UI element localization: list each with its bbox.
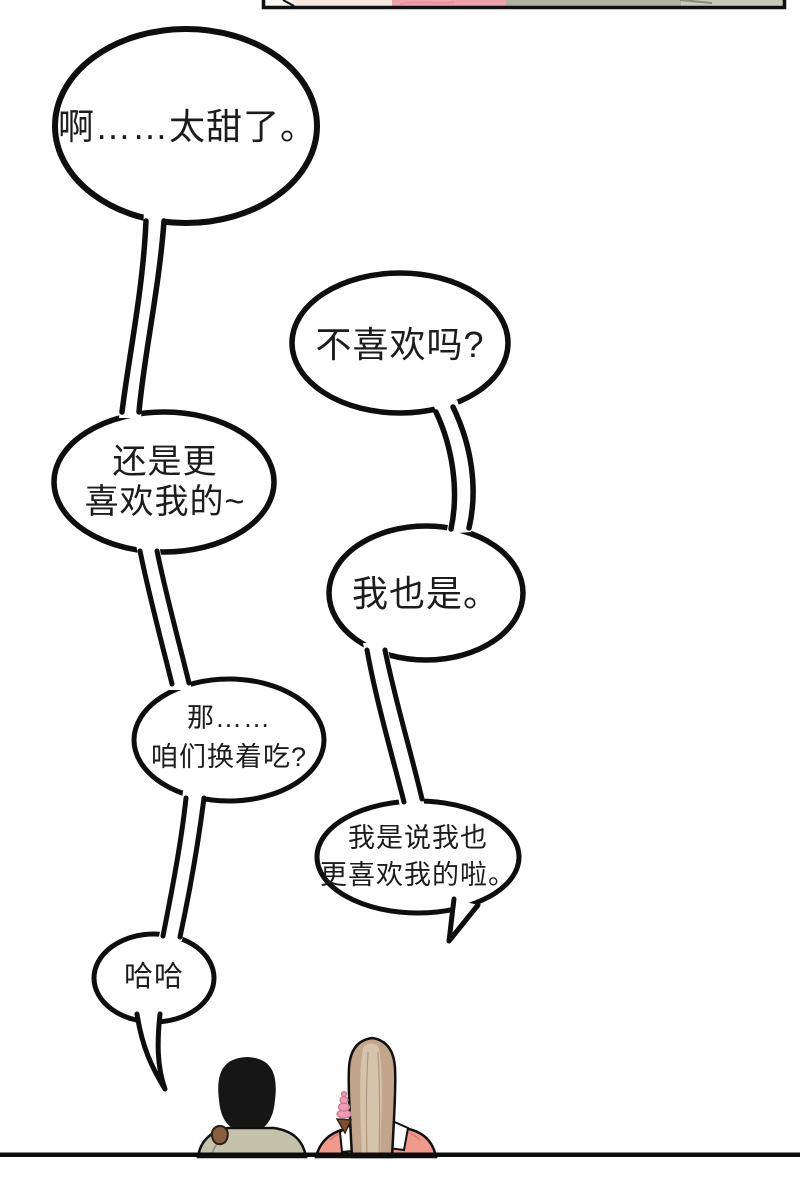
tail-2-left-edge [433, 409, 458, 532]
tail-1-left-edge [119, 218, 149, 415]
right-hair-highlight [360, 1043, 382, 1157]
speech-bubble-2-shape [289, 270, 511, 416]
speech-bubble-5-shape [131, 676, 327, 804]
tail-3-left-edge [137, 548, 175, 687]
bubble-2-line-1: 不喜欢吗? [315, 324, 485, 365]
speech-bubble-1-text: 啊……太甜了。 [58, 105, 316, 149]
bubble-6-spike-tail [446, 896, 481, 944]
bubble-tail-3-to-5 [136, 544, 192, 690]
tail-5-left-edge [160, 795, 189, 939]
tail-3-right-edge [154, 548, 192, 686]
panel-segment-sage [506, 0, 681, 6]
tail-5-right-edge [177, 795, 207, 940]
bubble-tail-4-to-6 [363, 643, 425, 807]
tail-4-right-edge [382, 647, 425, 802]
icecream-swirl-tip [340, 1090, 348, 1098]
speech-bubble-4-shape [326, 523, 526, 663]
bubble-tail-5-to-7 [158, 791, 207, 941]
bubble-6-line-1: 我是说我也 [348, 823, 488, 853]
right-hair-strand-2 [377, 1051, 381, 1156]
speech-bubble-3-text: 还是更 喜欢我的~ [56, 442, 274, 522]
speech-bubble-7-text: 哈哈 [94, 959, 214, 995]
panel-segment-light-sage [681, 0, 784, 6]
tail-2-right-edge [450, 404, 476, 531]
tail-4-left-edge [364, 647, 407, 805]
left-character-cone [210, 1125, 229, 1146]
tail-4-fill [363, 643, 425, 807]
tail-3-fill [136, 544, 192, 690]
bubble-6-line-2: 更喜欢我的啦。 [320, 860, 516, 890]
character-left [196, 1057, 308, 1159]
bench-divider-line [0, 1152, 800, 1157]
bubble-5-line-1: 那…… [187, 703, 271, 733]
bubble-tail-2-to-4 [433, 400, 476, 534]
panel-inner-diagonal-line [282, 0, 295, 7]
panel-segment-white [263, 0, 293, 6]
character-right [314, 1036, 438, 1159]
icecream-swirl-middle [337, 1102, 351, 1112]
bubble-tail-1-to-3 [119, 210, 167, 418]
right-hair-strand-1 [365, 1051, 369, 1156]
bubble-3-line-2: 喜欢我的~ [84, 483, 246, 521]
icecream-swirl-top [339, 1095, 349, 1105]
speech-bubble-5-text: 那…… 咱们换着吃? [134, 699, 324, 777]
panel-segment-cream [293, 0, 392, 6]
bubble-1-line-1: 啊……太甜了。 [58, 106, 318, 147]
bubble-7-hook-tail [134, 1011, 168, 1092]
speech-bubble-1-shape [52, 26, 320, 226]
bubble-4-line-1: 我也是。 [351, 573, 500, 614]
speech-bubble-4-text: 我也是。 [330, 572, 522, 616]
panel-diagonal-detail [679, 0, 713, 4]
bubble-3-line-1: 还是更 [112, 443, 218, 481]
icecream [335, 1090, 353, 1135]
bubble-7-line-1: 哈哈 [123, 961, 184, 993]
speech-bubble-3-shape [51, 409, 277, 555]
tail-1-right-edge [136, 218, 167, 415]
speech-bubble-6-text: 我是说我也 更喜欢我的啦。 [318, 820, 518, 894]
left-character-hair [218, 1057, 276, 1127]
panel-border [261, 0, 787, 10]
previous-panel-strip [261, 0, 787, 10]
speech-bubble-2-text: 不喜欢吗? [293, 323, 507, 367]
bubble-5-line-2: 咱们换着吃? [150, 742, 308, 772]
icecream-cone [335, 1118, 353, 1135]
panel-pink-wave-detail [399, 1, 456, 5]
